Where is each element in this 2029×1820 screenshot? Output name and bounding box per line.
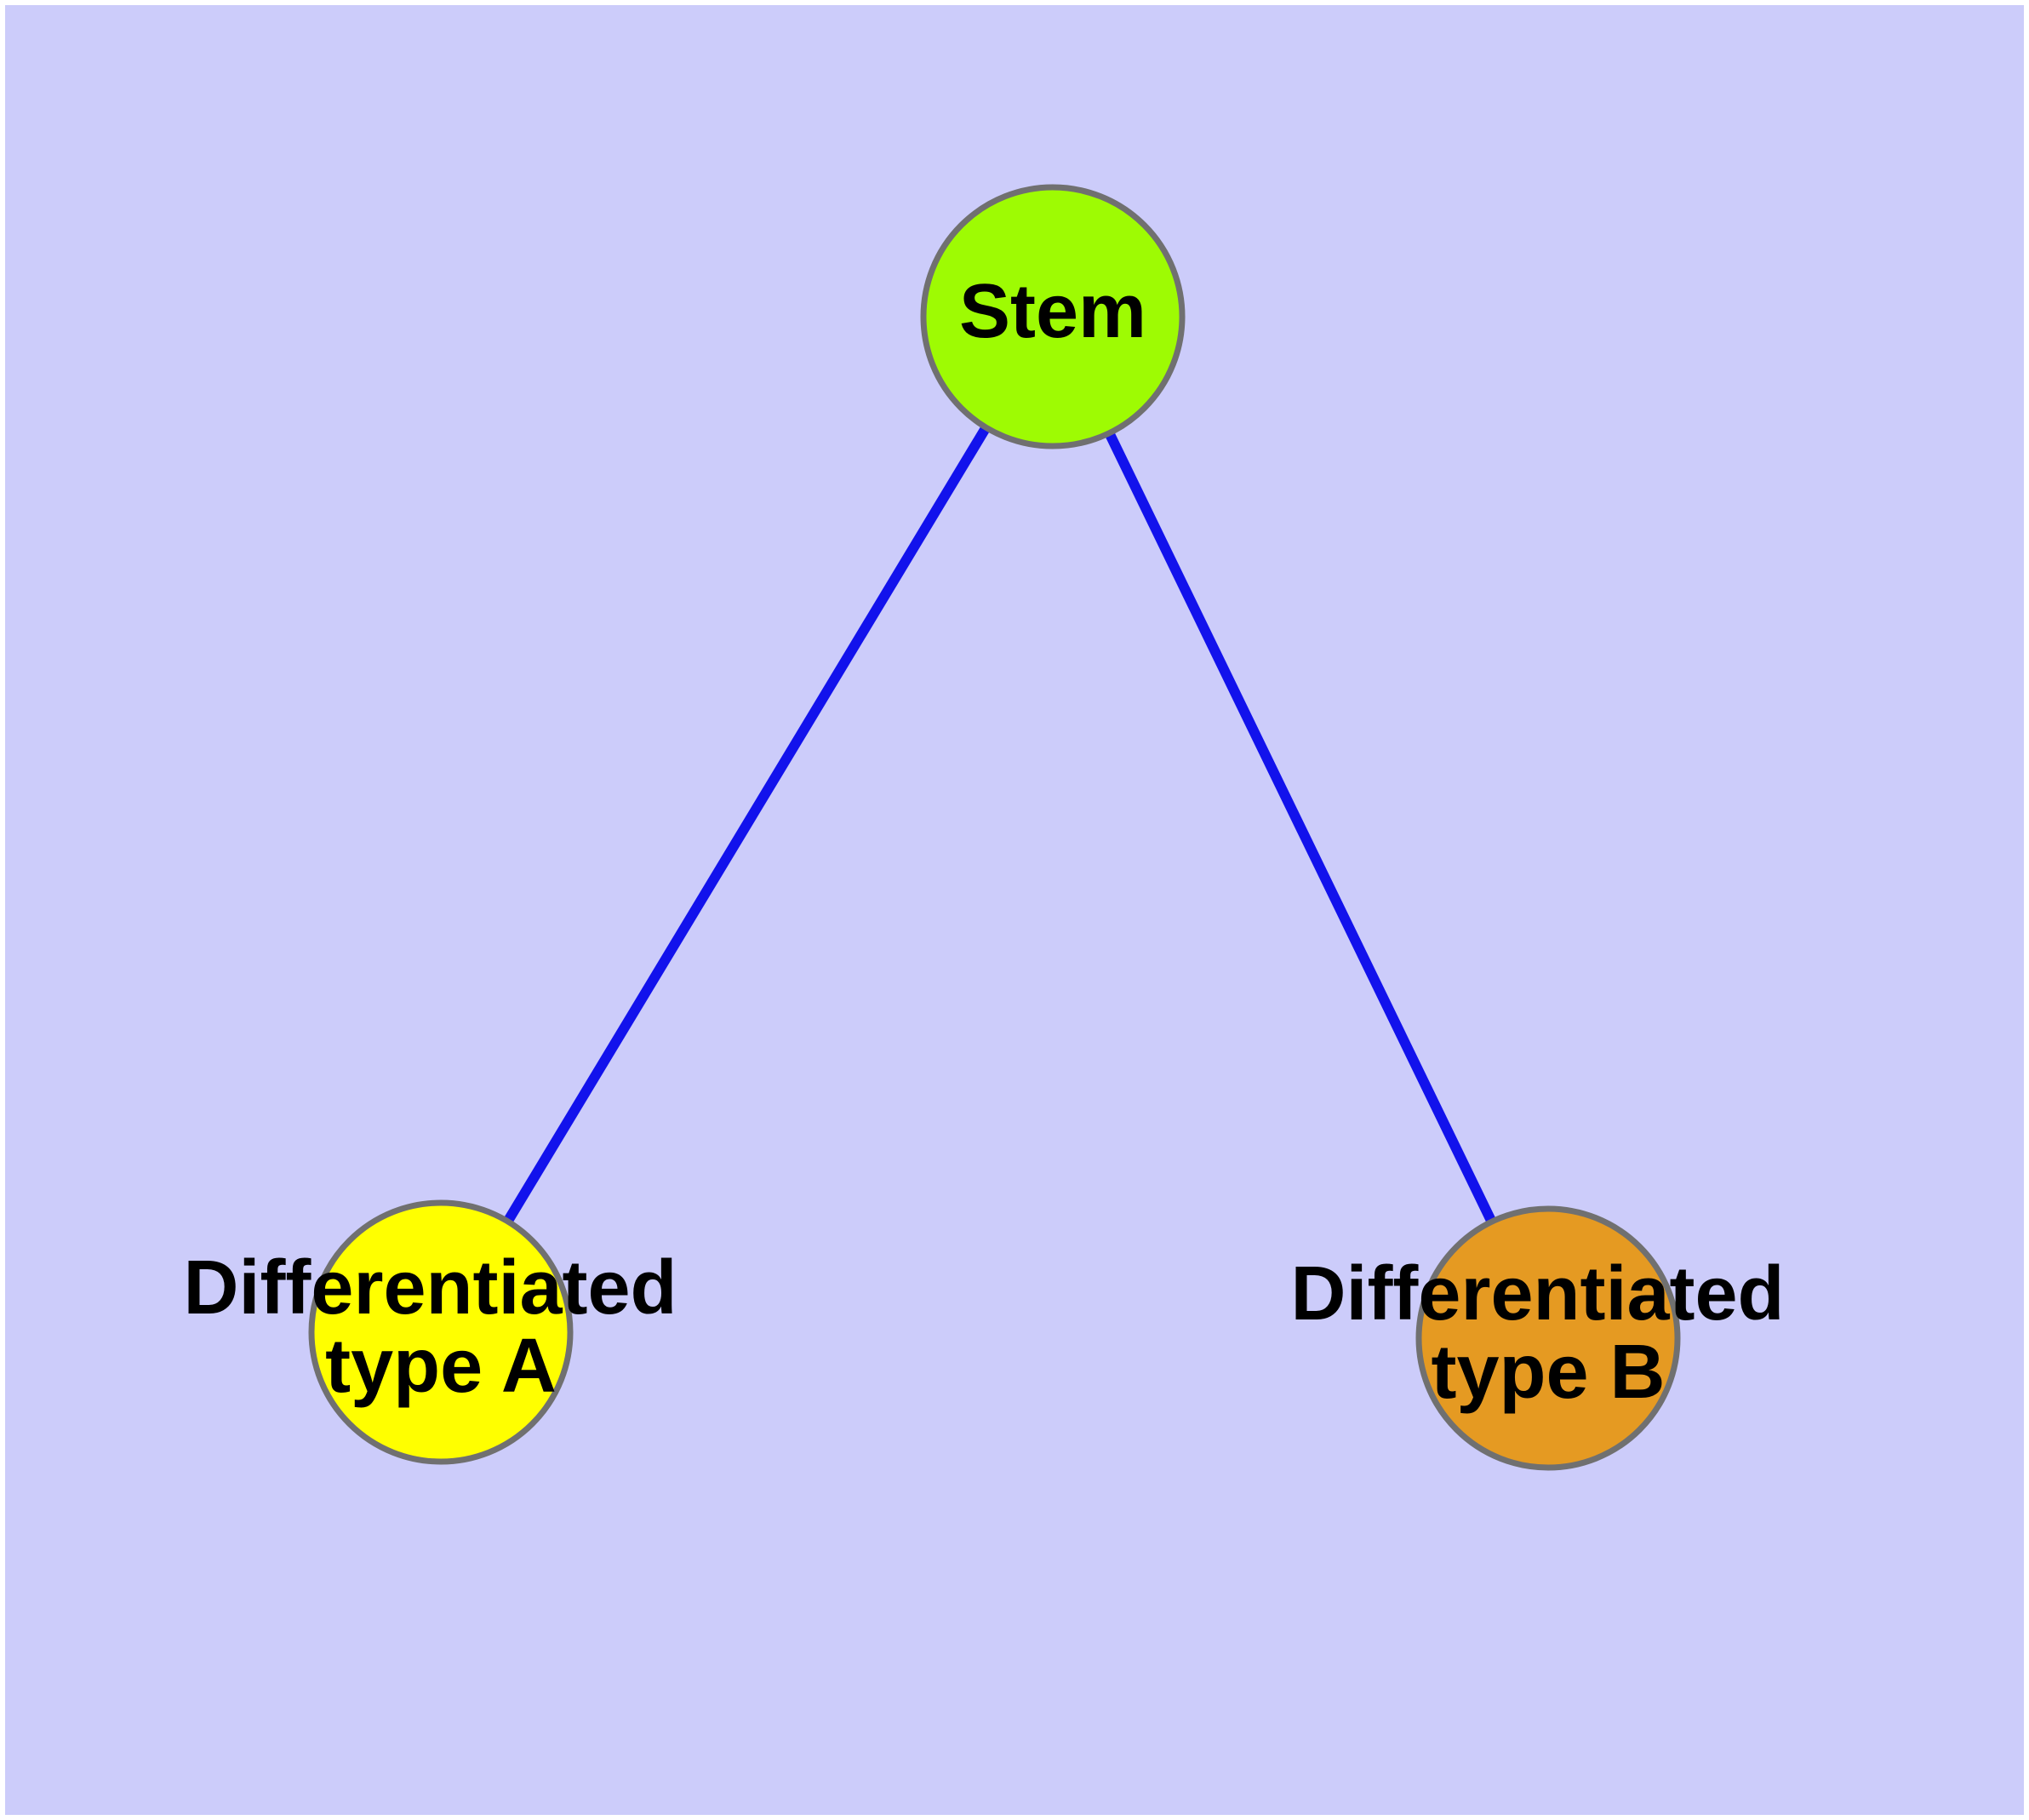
node-differentiated-type-a[interactable]	[308, 1199, 574, 1465]
edge-stem-to-differentiated-b[interactable]	[1103, 427, 1498, 1228]
node-labels-group: Stem Differentiated type A Differentiate…	[183, 269, 1805, 1415]
edge-stem-to-differentiated-a[interactable]	[501, 421, 992, 1228]
edges-group	[501, 421, 1498, 1228]
node-label-differentiated-type-b: Differentiated type B	[1290, 1251, 1805, 1415]
node-label-differentiated-type-b-line-2: type B	[1431, 1330, 1665, 1415]
node-differentiated-type-b[interactable]	[1415, 1205, 1681, 1471]
nodes-group	[308, 184, 1681, 1471]
node-label-differentiated-type-a-line-1: Differentiated	[183, 1245, 677, 1331]
node-label-differentiated-type-a-line-2: type A	[325, 1324, 557, 1409]
node-label-differentiated-type-b-line-1: Differentiated	[1290, 1251, 1784, 1336]
node-label-stem-line-1: Stem	[959, 269, 1146, 354]
node-label-stem: Stem	[959, 269, 1146, 354]
node-stem[interactable]	[920, 184, 1186, 449]
node-label-differentiated-type-a: Differentiated type A	[183, 1245, 698, 1409]
